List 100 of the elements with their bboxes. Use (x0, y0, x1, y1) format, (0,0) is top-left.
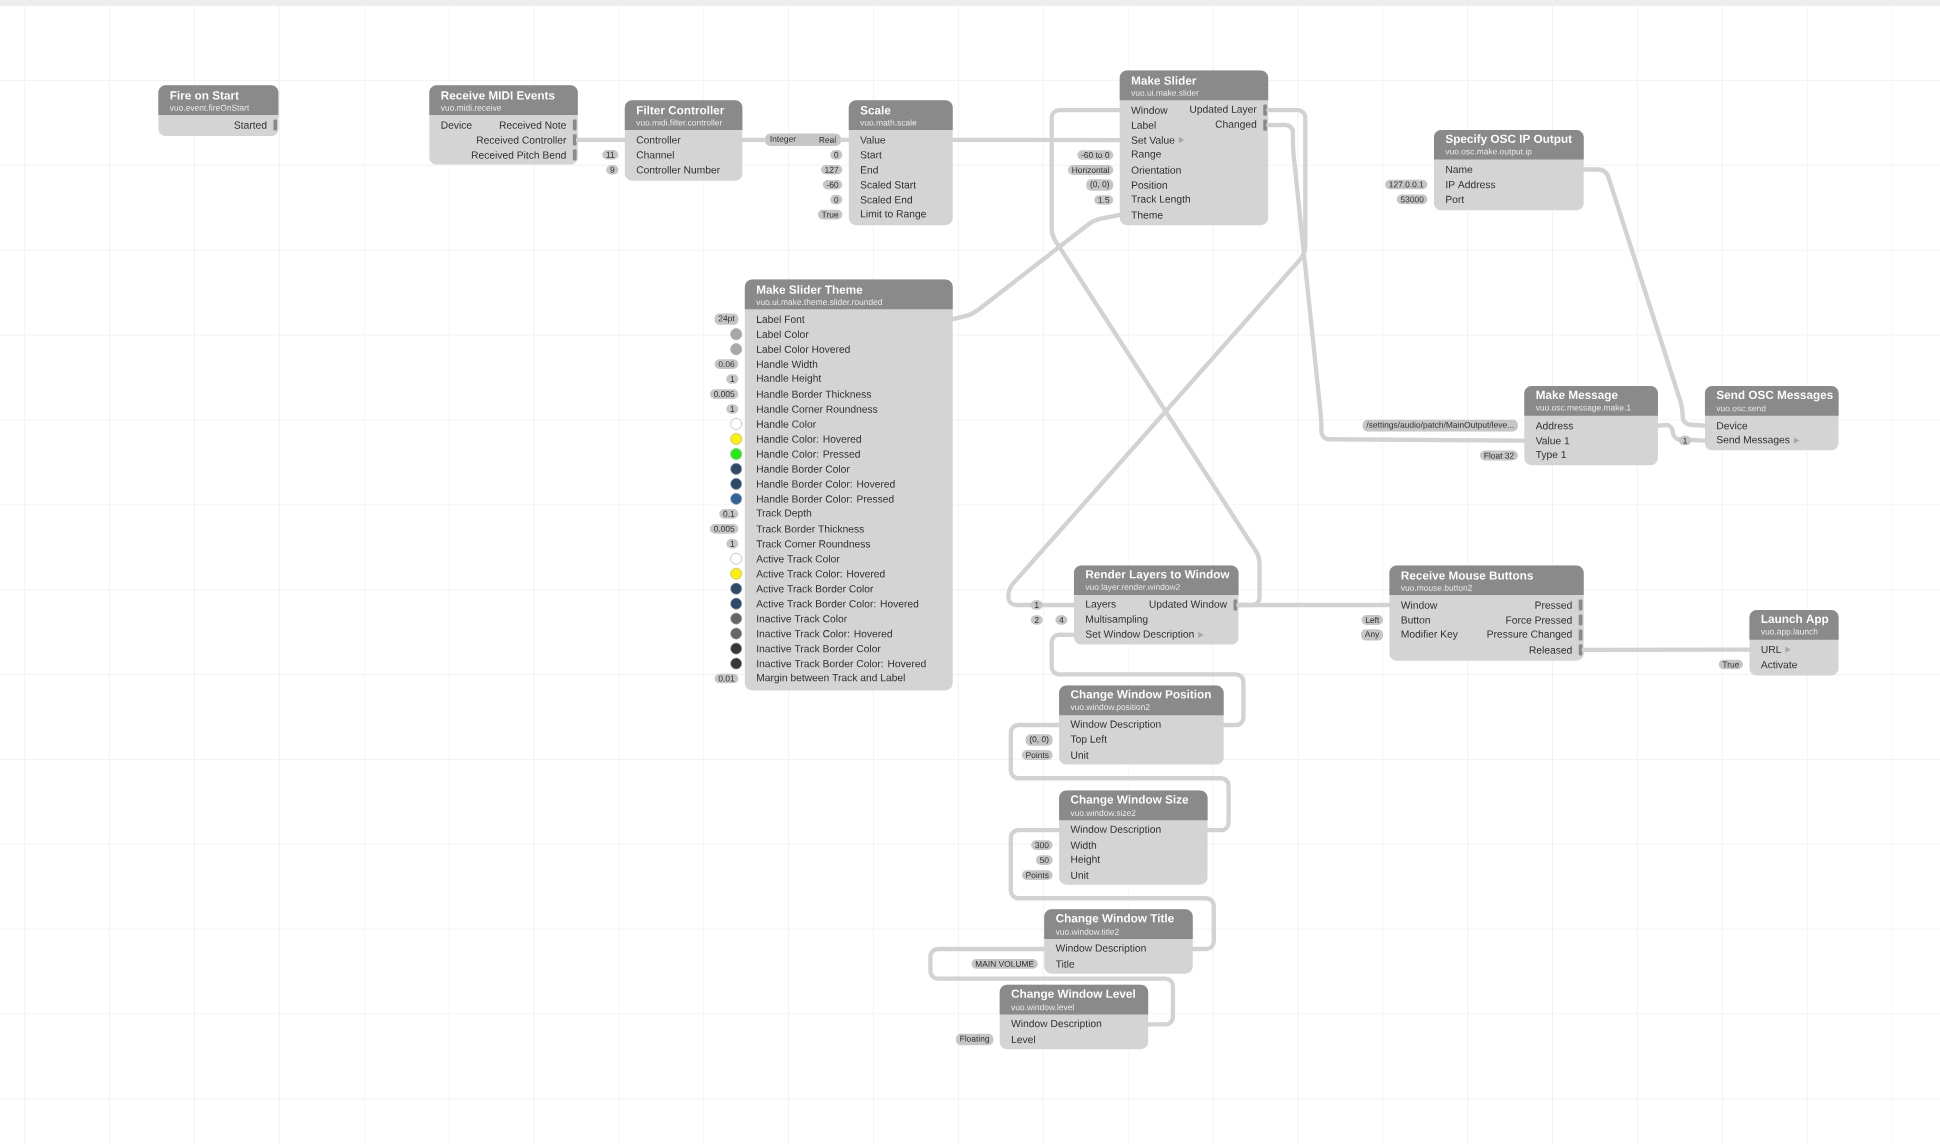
port-label: Button (1401, 616, 1430, 624)
node-title: Scale (860, 105, 891, 115)
class-name: vuo.osc.message.make.1 (1535, 404, 1631, 412)
value-pill: 0 (830, 149, 843, 160)
class-name: vuo.osc.send (1716, 405, 1766, 412)
value-pill: 127.0.0.1 (1385, 179, 1428, 190)
port-label: Track Border Thickness (756, 524, 864, 533)
cable (1236, 602, 1392, 607)
port-label: Port (1446, 195, 1465, 203)
port-label: Window Description (1070, 825, 1161, 835)
value-pill: -60 to 0 (1077, 149, 1114, 160)
port-label: Handle Height (757, 374, 822, 384)
port-label: Active Track Color: Hovered (756, 569, 885, 578)
cable (839, 137, 851, 142)
cable (950, 137, 1122, 142)
port-label: Activate (1760, 660, 1797, 669)
cable (1006, 107, 1308, 607)
port-label: URL (1761, 645, 1782, 653)
value-pill: 0.06 (714, 359, 739, 369)
port-label: Inactive Track Color (757, 614, 847, 623)
node-title: Launch App (1761, 614, 1829, 626)
port-label: Inactive Track Color: Hovered (757, 629, 892, 638)
port-label: Active Track Color (756, 554, 840, 563)
node-title: Make Slider Theme (757, 285, 863, 294)
value-pill: 1 (726, 374, 739, 384)
class-name: vuo.window.position2 (1070, 703, 1150, 712)
port-label: Scaled End (860, 195, 912, 204)
port-label: Theme (1131, 210, 1163, 219)
port-label: Set Window Description (1085, 629, 1194, 640)
value-pill: Float 32 (1480, 450, 1518, 461)
node-title: Change Window Title (1056, 913, 1174, 925)
port-label: Position (1131, 181, 1167, 189)
port-label: Updated Layer (1190, 105, 1257, 115)
port-label: Updated Window (1149, 600, 1228, 610)
value-pill: 1 (726, 404, 739, 414)
port-label: Track Depth (756, 508, 812, 519)
value-pill: 24pt (714, 313, 739, 325)
node-title: Receive Mouse Buttons (1401, 570, 1533, 580)
value-pill: Left (1361, 614, 1383, 625)
port-label: Level (1011, 1035, 1035, 1043)
port-label: Handle Border Color (757, 464, 850, 473)
port-label: Handle Border Color: Pressed (757, 494, 894, 503)
value-pill: Points (1021, 749, 1053, 760)
cable (740, 137, 767, 142)
cable (1655, 422, 1708, 443)
value-pill: 53000 (1396, 194, 1428, 205)
port-label: Handle Width (757, 360, 818, 368)
port-label: Window (1131, 106, 1168, 114)
port-label: Handle Border Color: Hovered (757, 479, 895, 488)
value-pill: 1 (1030, 600, 1043, 610)
port-label: Width (1070, 841, 1097, 849)
port-label: Value (860, 135, 886, 144)
port-label: Channel (636, 150, 674, 159)
class-name: vuo.window.size2 (1070, 809, 1136, 816)
value-pill: Horizontal (1068, 164, 1114, 175)
port-label: Window Description (1055, 943, 1146, 954)
cable (928, 946, 1176, 1027)
port-label: Handle Border Thickness (757, 390, 872, 398)
value-pill: Points (1021, 869, 1053, 880)
port-label: Track Length (1131, 194, 1190, 205)
port-label: Controller (636, 135, 681, 144)
port-label: Unit (1071, 871, 1089, 879)
class-name: vuo.midi.filter.controller (636, 119, 723, 126)
port-label: Active Track Border Color (756, 584, 874, 593)
node-title: Change Window Position (1070, 689, 1211, 701)
node-title: Send OSC Messages (1716, 390, 1833, 402)
cable (1266, 122, 1527, 443)
port-label: Inactive Track Border Color: Hovered (757, 659, 926, 668)
node-title: Render Layers to Window (1086, 569, 1230, 581)
port-label: Orientation (1131, 166, 1181, 174)
port-label: Title (1055, 959, 1075, 968)
port-label: Device (441, 121, 472, 129)
port-label: Send Messages (1716, 435, 1790, 446)
port-label: Window Description (1070, 720, 1161, 730)
value-pill: 11 (602, 149, 619, 160)
port-label: Received Note (499, 121, 566, 129)
cable (950, 212, 1122, 322)
value-pill: -60 (822, 179, 843, 190)
value-pill: Floating (955, 1033, 994, 1045)
port-label: End (861, 165, 878, 174)
port-label: Window (1400, 601, 1438, 609)
node-title: Filter Controller (637, 105, 725, 115)
port-label: Multisampling (1086, 615, 1148, 625)
node-title: Change Window Level (1011, 989, 1135, 1000)
port-label: Pressed (1535, 601, 1572, 609)
cable (1049, 632, 1246, 727)
value-pill: (0, 0) (1025, 734, 1053, 746)
port-label: Controller Number (636, 165, 720, 174)
port-label: Received Controller (477, 135, 567, 144)
port-label: Margin between Track and Label (757, 673, 905, 684)
port-label: Set Value (1131, 136, 1175, 144)
port-label: Type 1 (1535, 450, 1566, 460)
node-title: Receive MIDI Events (441, 90, 555, 100)
port-label: Height (1071, 855, 1101, 865)
class-name: vuo.app.launch (1760, 628, 1818, 636)
port-label: Active Track Border Color: Hovered (756, 599, 919, 608)
port-label: Handle Color (757, 420, 816, 428)
node-title: Specify OSC IP Output (1445, 134, 1572, 146)
value-pill: True (1718, 659, 1744, 670)
port-label: Released (1529, 645, 1572, 654)
